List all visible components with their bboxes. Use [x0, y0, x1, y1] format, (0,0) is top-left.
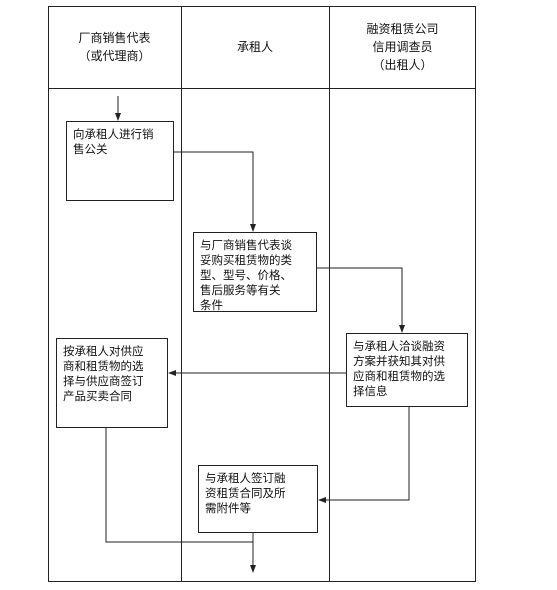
step-lease-contract: 与承租人签订融 资租赁合同及所 需附件等 [198, 465, 318, 533]
step-negotiate-goods: 与厂商销售代表谈 妥购买租赁物的类 型、型号、价格、 售后服务等有关 条件 [193, 232, 317, 312]
step-text-line: 与承租人签订融 [205, 471, 286, 485]
step-text-line: 应商和租赁物的选 [353, 369, 445, 383]
lane-title-line: 融资租赁公司 [366, 22, 439, 36]
step-text-line: 与承租人洽谈融资 [353, 339, 445, 353]
step-text-line: 资租赁合同及所 [205, 486, 286, 500]
flow-arrow [317, 267, 405, 333]
step-financing-plan: 与承租人洽谈融资 方案并获知其对供 应商和租赁物的选 择信息 [346, 333, 468, 407]
step-text-line: 择与供应商签订 [63, 374, 144, 388]
step-text-line: 售后服务等有关 [200, 283, 281, 297]
step-purchase-contract: 按承租人对供应 商和租赁物的选 择与供应商签订 产品买卖合同 [56, 338, 168, 428]
lane-title-line: 承租人 [236, 40, 273, 54]
lane-title-line: 信用调查员 [372, 40, 433, 54]
swimlane-frame [48, 6, 476, 582]
step-text-line: 售公关 [73, 142, 108, 156]
step-text-line: 型、型号、价格、 [200, 268, 292, 282]
flow-arrow [174, 151, 256, 232]
step-text-line: 按承租人对供应 [63, 344, 144, 358]
lane-header-lessor: 融资租赁公司 信用调查员 （出租人） [329, 6, 476, 88]
lane-divider [181, 6, 182, 582]
lane-title-line: （或代理商） [78, 49, 151, 63]
lane-header-lessee: 承租人 [181, 6, 329, 88]
lane-title-line: 厂商销售代表 [78, 31, 151, 45]
flow-line [105, 428, 253, 543]
step-text-line: 需附件等 [205, 501, 251, 515]
lane-header-vendor: 厂商销售代表 （或代理商） [48, 6, 181, 88]
lane-title-line: （出租人） [372, 58, 433, 72]
step-text-line: 向承租人进行销 [73, 127, 154, 141]
flow-arrow [318, 407, 410, 503]
step-text-line: 条件 [200, 298, 223, 312]
step-text-line: 妥购买租赁物的类 [200, 253, 292, 267]
step-sales-pitch: 向承租人进行销 售公关 [66, 121, 174, 201]
lane-divider [329, 6, 330, 582]
step-text-line: 商和租赁物的选 [63, 359, 144, 373]
step-text-line: 与厂商销售代表谈 [200, 238, 292, 252]
step-text-line: 产品买卖合同 [63, 389, 132, 403]
header-divider [48, 88, 476, 89]
step-text-line: 方案并获知其对供 [353, 354, 445, 368]
step-text-line: 择信息 [353, 384, 388, 398]
